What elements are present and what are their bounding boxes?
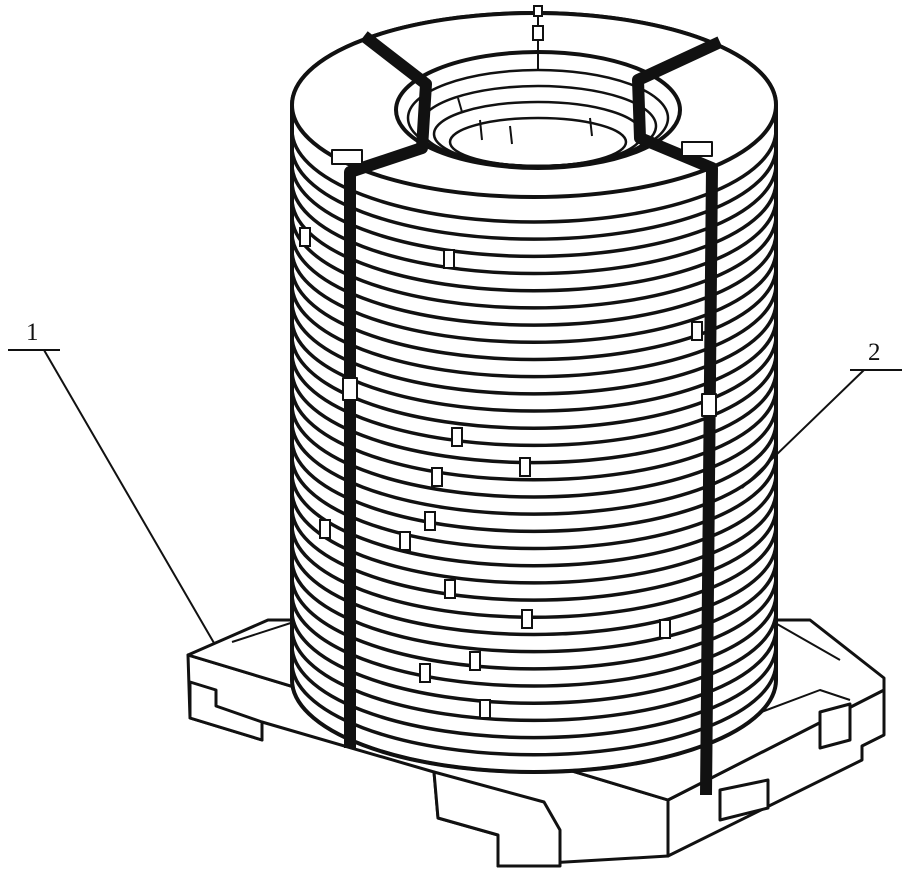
strip-joint-tab bbox=[451, 427, 463, 447]
coil-layer-line bbox=[290, 233, 778, 327]
coil-layer-line bbox=[290, 267, 778, 362]
coil-layer-line bbox=[290, 542, 778, 637]
coil-layer-line bbox=[290, 559, 778, 654]
strip-joint-tab bbox=[479, 699, 491, 719]
strip-joint-tab bbox=[431, 467, 443, 487]
coil-layer-line bbox=[290, 387, 778, 482]
coil-layer-line bbox=[290, 576, 778, 671]
pallet-foot-left bbox=[188, 680, 264, 742]
callout-2-label: 2 bbox=[868, 339, 881, 366]
coil-layer-line bbox=[290, 645, 778, 740]
strip-joint-tab bbox=[424, 511, 436, 531]
coil-layer-line bbox=[290, 336, 778, 430]
strap-right bbox=[632, 36, 723, 796]
coil-layer-line bbox=[290, 422, 778, 516]
coil-layer-line bbox=[290, 284, 778, 379]
strip-joint-tab bbox=[399, 531, 411, 551]
strip-joint-tab bbox=[519, 457, 531, 477]
callout-2: 2 bbox=[741, 339, 902, 489]
coil-layer-line bbox=[290, 662, 778, 757]
coil-winding-layers bbox=[290, 129, 778, 774]
coil-layer-line bbox=[290, 508, 778, 602]
strap-seal-left bbox=[342, 377, 358, 401]
strip-joint-tab bbox=[419, 663, 431, 683]
center-pin bbox=[532, 5, 544, 70]
coil-layer-line bbox=[290, 129, 778, 224]
coil-layer-line bbox=[290, 301, 778, 396]
coil-layer-line bbox=[290, 473, 778, 568]
coil-layer-line bbox=[290, 611, 778, 705]
strip-joint-tab bbox=[659, 619, 671, 639]
coil-layer-line bbox=[290, 370, 778, 465]
pallet-foot-far-right bbox=[818, 702, 852, 750]
strip-joint-tab bbox=[319, 519, 331, 539]
coil-layer-line bbox=[290, 525, 778, 620]
strip-joint-tab bbox=[469, 651, 481, 671]
coil-layer-line bbox=[290, 164, 778, 259]
callout-1-label: 1 bbox=[26, 319, 39, 346]
coil-layer-line bbox=[290, 679, 778, 774]
strip-joint-tab bbox=[299, 227, 311, 247]
callout-2-leader bbox=[741, 369, 865, 489]
steel-straps bbox=[331, 31, 723, 796]
coil-layer-line bbox=[290, 181, 778, 276]
strip-joint-tab bbox=[444, 579, 456, 599]
strip-joint-tab bbox=[691, 321, 703, 341]
coil-layer-line bbox=[290, 404, 778, 499]
coil-layer-line bbox=[290, 215, 778, 310]
pallet-foot-right bbox=[718, 778, 770, 822]
strap-left bbox=[344, 31, 432, 748]
coil-layer-line bbox=[290, 594, 778, 688]
strip-joint-tab bbox=[521, 609, 533, 629]
coil-layer-line bbox=[290, 147, 778, 241]
coil-layer-line bbox=[290, 250, 778, 345]
coil-strip-joints bbox=[299, 227, 703, 719]
coil-layer-line bbox=[290, 319, 778, 413]
coil-layer-line bbox=[290, 198, 778, 293]
callout-1-leader bbox=[43, 349, 215, 644]
coil-layer-line bbox=[290, 456, 778, 551]
strip-joint-tab bbox=[443, 249, 455, 269]
pallet-foot-center bbox=[432, 770, 562, 868]
callout-1: 1 bbox=[8, 319, 215, 644]
coil-layer-line bbox=[290, 628, 778, 723]
coil-layer-line bbox=[290, 353, 778, 448]
strap-seal-right bbox=[701, 393, 717, 417]
